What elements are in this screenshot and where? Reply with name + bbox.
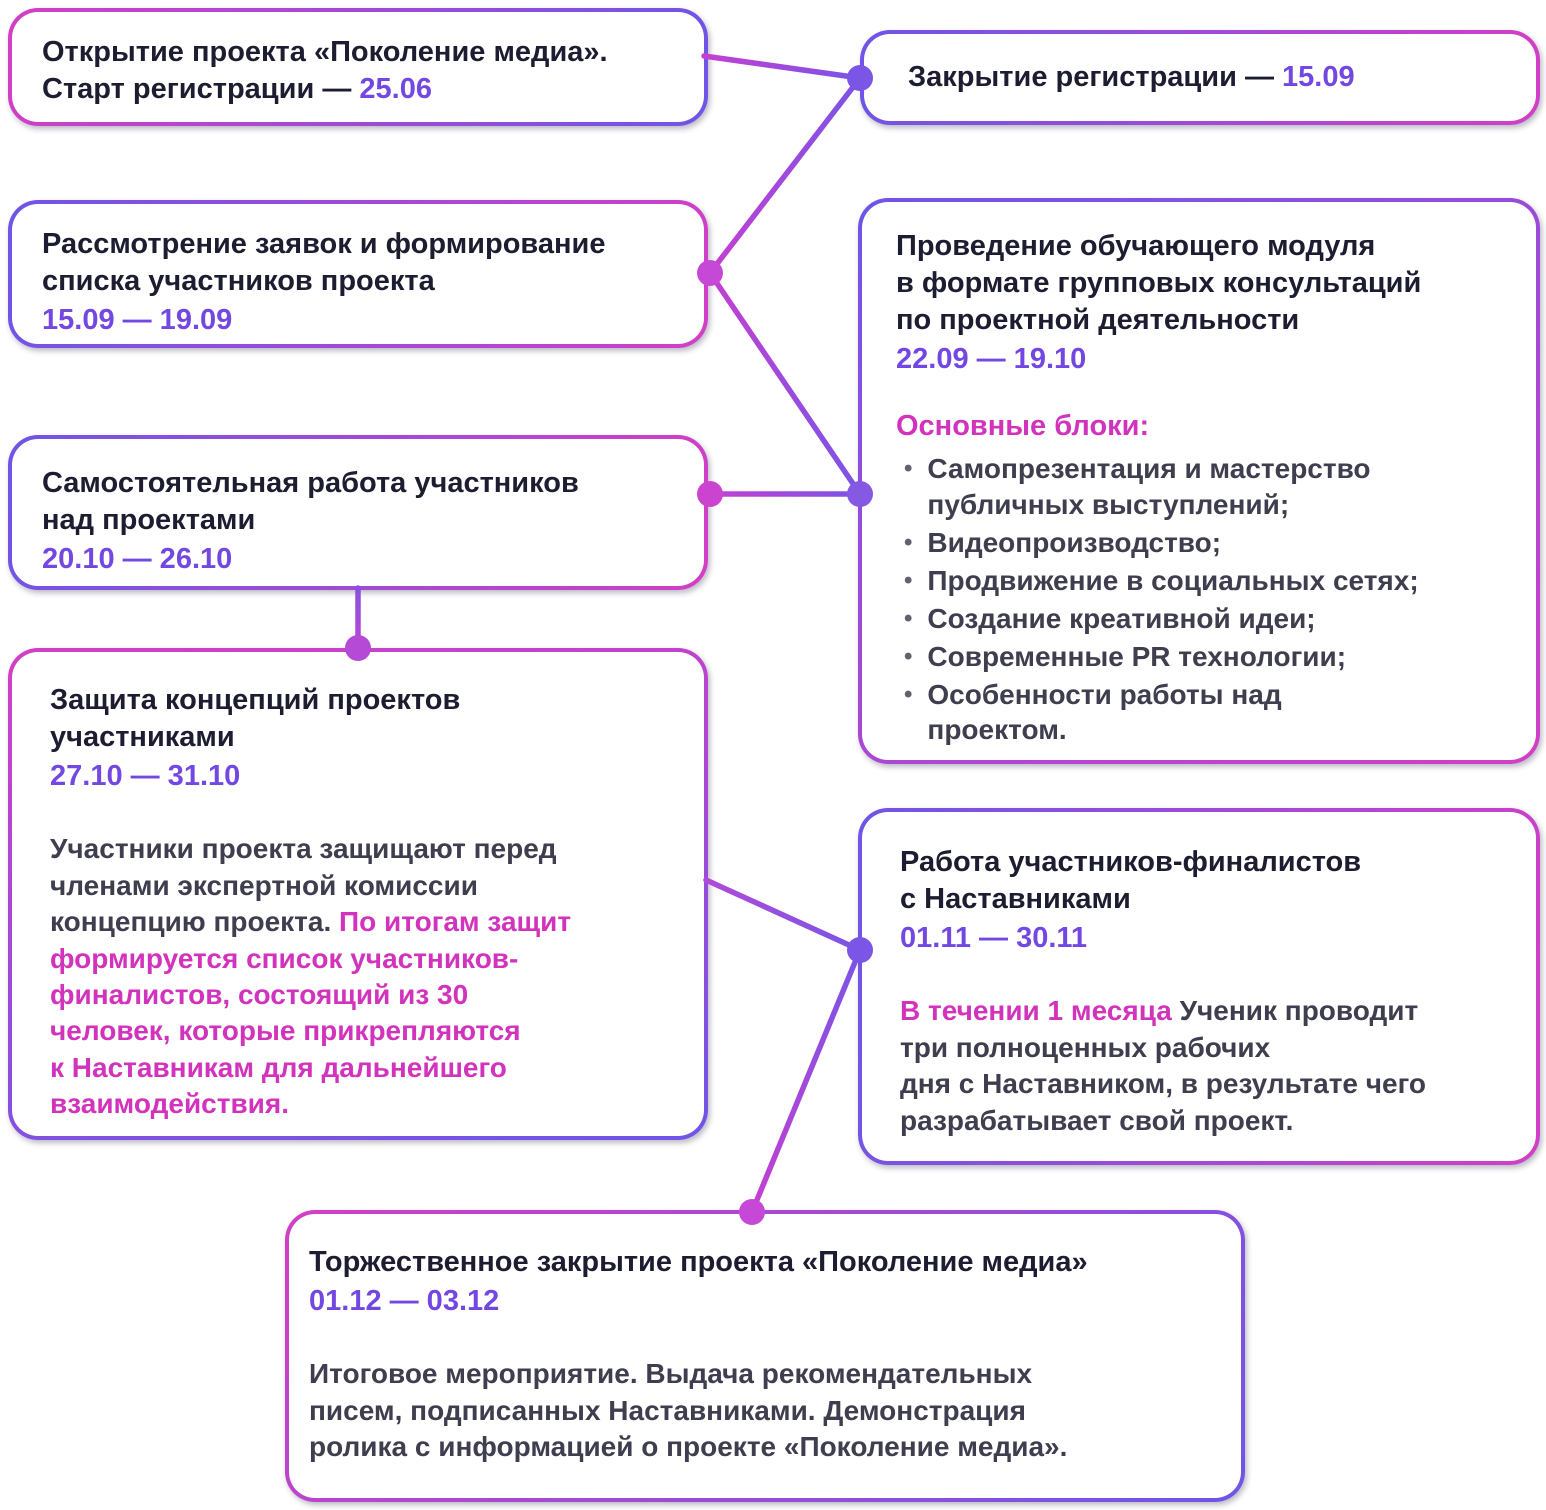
connector-defense-to-mentors xyxy=(703,877,863,953)
stage-title: Рассмотрение заявок и формирование списк… xyxy=(42,226,674,300)
stage-card-registration-close: Закрытие регистрации — 15.09 xyxy=(860,30,1540,125)
stage-title: Проведение обучающего модуля в формате г… xyxy=(896,228,1502,339)
stage-title-text: Открытие проекта «Поколение медиа». Стар… xyxy=(42,36,608,106)
stage-date-line: 27.10 — 31.10 xyxy=(50,758,666,795)
stage-date: 15.09 — 19.09 xyxy=(42,304,233,337)
stage-title: Самостоятельная работа участников над пр… xyxy=(42,465,674,539)
block-item: Видеопроизводство; xyxy=(896,525,1502,561)
stage-date: 20.10 — 26.10 xyxy=(42,543,233,576)
stage-description-regular: Ученик проводит три полноценных рабочих … xyxy=(900,995,1426,1136)
stage-date: 15.09 xyxy=(1282,60,1355,93)
stage-title: Закрытие регистрации — 15.09 xyxy=(908,59,1355,96)
stage-description-regular: Участники проекта защищают перед членами… xyxy=(50,833,557,938)
stage-card-independent-work: Самостоятельная работа участников над пр… xyxy=(8,435,708,590)
stage-title-text: Работа участников-финалистов с Наставник… xyxy=(900,846,1362,916)
stage-description: Итоговое мероприятие. Выдача рекомендате… xyxy=(309,1358,1068,1462)
stage-card-defense: Защита концепций проектов участниками 27… xyxy=(8,648,708,1140)
stage-date: 25.06 xyxy=(359,73,432,106)
blocks-list: Самопрезентация и мастерство публичных в… xyxy=(896,451,1502,747)
stage-description-accent: В течении 1 месяца xyxy=(900,995,1180,1027)
connector-opening-to-close xyxy=(701,53,863,81)
stage-title: Работа участников-финалистов с Наставник… xyxy=(900,844,1498,918)
stage-card-registration-close-content: Закрытие регистрации — 15.09 xyxy=(864,34,1536,121)
connector-close-to-applications xyxy=(707,75,863,276)
stage-card-opening: Открытие проекта «Поколение медиа». Стар… xyxy=(8,8,708,126)
block-item: Современные PR технологии; xyxy=(896,639,1502,675)
stage-card-defense-content: Защита концепций проектов участниками 27… xyxy=(12,652,704,1136)
stage-card-mentors-content: Работа участников-финалистов с Наставник… xyxy=(862,812,1536,1161)
stage-card-independent-work-content: Самостоятельная работа участников над пр… xyxy=(12,439,704,586)
stage-title-text: Закрытие регистрации — xyxy=(908,60,1283,93)
block-item: Самопрезентация и мастерство публичных в… xyxy=(896,451,1502,522)
stage-title-text: Торжественное закрытие проекта «Поколени… xyxy=(309,1246,1088,1278)
stage-date-line: 01.12 — 03.12 xyxy=(309,1283,1217,1320)
stage-description: Участники проекта защищают перед членами… xyxy=(50,831,666,1122)
stage-date-line: 20.10 — 26.10 xyxy=(42,541,674,578)
stage-title: Торжественное закрытие проекта «Поколени… xyxy=(309,1244,1217,1281)
block-item: Продвижение в социальных сетях; xyxy=(896,563,1502,599)
stage-card-training-module: Проведение обучающего модуля в формате г… xyxy=(858,198,1540,764)
connector-mentors-to-closing xyxy=(749,947,863,1215)
stage-date-line: 15.09 — 19.09 xyxy=(42,302,674,339)
stage-card-closing: Торжественное закрытие проекта «Поколени… xyxy=(285,1210,1245,1502)
stage-card-mentors: Работа участников-финалистов с Наставник… xyxy=(858,808,1540,1165)
stage-title: Защита концепций проектов участниками xyxy=(50,682,666,756)
stage-title-text: Защита концепций проектов участниками xyxy=(50,684,461,754)
stage-date: 22.09 — 19.10 xyxy=(896,343,1087,376)
stage-date: 01.11 — 30.11 xyxy=(900,922,1088,955)
stage-title-text: Рассмотрение заявок и формирование списк… xyxy=(42,228,606,298)
stage-card-closing-content: Торжественное закрытие проекта «Поколени… xyxy=(289,1214,1241,1498)
stage-title-text: Проведение обучающего модуля в формате г… xyxy=(896,230,1422,337)
stage-date-line: 22.09 — 19.10 xyxy=(896,341,1502,378)
connector-applications-to-training xyxy=(707,270,863,497)
stage-title: Открытие проекта «Поколение медиа». Стар… xyxy=(42,34,674,108)
stage-date: 27.10 — 31.10 xyxy=(50,760,241,793)
stage-card-applications: Рассмотрение заявок и формирование списк… xyxy=(8,200,708,348)
stage-card-applications-content: Рассмотрение заявок и формирование списк… xyxy=(12,204,704,344)
stage-title-text: Самостоятельная работа участников над пр… xyxy=(42,467,579,537)
stage-date: 01.12 — 03.12 xyxy=(309,1285,500,1318)
block-item: Особенности работы над проектом. xyxy=(896,677,1502,748)
stage-card-training-module-content: Проведение обучающего модуля в формате г… xyxy=(862,202,1536,760)
stage-description-accent: По итогам защит формируется список участ… xyxy=(50,906,572,1120)
stage-card-opening-content: Открытие проекта «Поколение медиа». Стар… xyxy=(12,12,704,122)
stage-description: В течении 1 месяца Ученик проводит три п… xyxy=(900,993,1498,1139)
stage-date-line: 01.11 — 30.11 xyxy=(900,920,1498,957)
block-item: Создание креативной идеи; xyxy=(896,601,1502,637)
blocks-heading: Основные блоки: xyxy=(896,410,1150,443)
